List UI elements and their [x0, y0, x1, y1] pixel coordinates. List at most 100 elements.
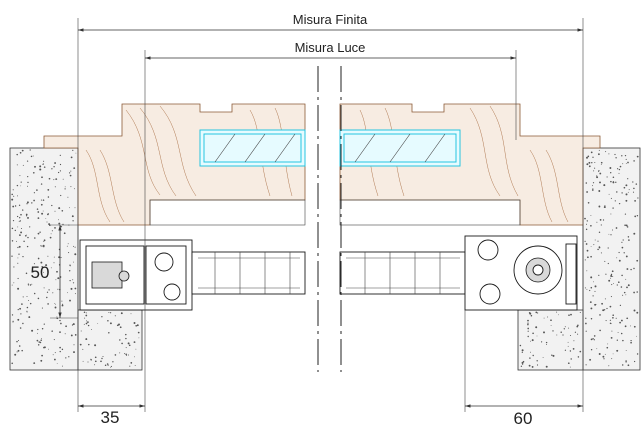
- concrete-speckle: [599, 181, 601, 184]
- concrete-speckle: [29, 284, 32, 286]
- concrete-speckle: [606, 307, 608, 310]
- concrete-speckle: [110, 312, 112, 314]
- concrete-speckle: [597, 240, 599, 242]
- concrete-speckle: [53, 256, 55, 258]
- concrete-speckle: [579, 311, 581, 314]
- concrete-speckle: [33, 362, 36, 364]
- concrete-speckle: [599, 329, 601, 332]
- concrete-speckle: [593, 339, 595, 341]
- concrete-speckle: [26, 203, 28, 205]
- concrete-speckle: [624, 325, 627, 328]
- concrete-speckle: [110, 365, 112, 368]
- concrete-texture: [11, 149, 639, 368]
- concrete-speckle: [67, 243, 69, 245]
- concrete-speckle: [43, 240, 45, 242]
- concrete-speckle: [527, 323, 529, 326]
- concrete-speckle: [27, 176, 29, 178]
- concrete-speckle: [543, 331, 545, 334]
- concrete-speckle: [532, 332, 534, 335]
- concrete-speckle: [598, 353, 601, 355]
- concrete-speckle: [59, 163, 62, 166]
- concrete-speckle: [64, 188, 66, 190]
- concrete-speckle: [598, 149, 600, 151]
- concrete-speckle: [585, 317, 587, 319]
- concrete-speckle: [586, 288, 588, 290]
- concrete-speckle: [609, 305, 612, 308]
- concrete-speckle: [17, 287, 20, 290]
- concrete-speckle: [42, 210, 44, 212]
- concrete-speckle: [32, 171, 35, 174]
- concrete-speckle: [22, 296, 24, 298]
- concrete-speckle: [621, 241, 623, 243]
- concrete-speckle: [33, 199, 35, 202]
- concrete-speckle: [625, 158, 627, 160]
- concrete-speckle: [589, 358, 592, 361]
- concrete-speckle: [43, 239, 46, 242]
- concrete-speckle: [41, 245, 43, 247]
- concrete-speckle: [86, 320, 87, 322]
- concrete-speckle: [20, 181, 22, 183]
- concrete-speckle: [634, 200, 636, 202]
- concrete-speckle: [612, 181, 615, 184]
- concrete-speckle: [20, 185, 22, 187]
- concrete-speckle: [31, 202, 33, 204]
- concrete-speckle: [11, 362, 13, 365]
- concrete-speckle: [27, 216, 29, 219]
- concrete-speckle: [69, 174, 72, 177]
- concrete-speckle: [61, 304, 64, 307]
- concrete-speckle: [64, 186, 66, 188]
- concrete-speckle: [130, 362, 133, 364]
- concrete-speckle: [636, 353, 639, 355]
- concrete-speckle: [33, 292, 36, 295]
- concrete-speckle: [600, 224, 602, 226]
- concrete-speckle: [46, 296, 48, 299]
- concrete-speckle: [616, 339, 618, 341]
- concrete-speckle: [27, 284, 29, 286]
- concrete-speckle: [114, 354, 117, 356]
- concrete-speckle: [34, 165, 36, 168]
- concrete-speckle: [584, 287, 586, 289]
- concrete-speckle: [600, 163, 602, 165]
- concrete-speckle: [624, 154, 627, 157]
- concrete-speckle: [603, 184, 606, 187]
- concrete-speckle: [20, 227, 23, 230]
- concrete-speckle: [584, 217, 586, 220]
- concrete-speckle: [137, 331, 140, 334]
- concrete-speckle: [68, 207, 70, 209]
- concrete-speckle: [625, 278, 627, 280]
- concrete-speckle: [621, 155, 623, 157]
- concrete-speckle: [31, 329, 34, 332]
- glass-pane-right: [339, 129, 461, 167]
- concrete-speckle: [568, 314, 570, 317]
- concrete-speckle: [608, 365, 610, 367]
- concrete-speckle: [42, 164, 44, 165]
- concrete-speckle: [41, 327, 44, 330]
- concrete-speckle: [59, 346, 61, 349]
- concrete-speckle: [593, 335, 596, 337]
- concrete-speckle: [47, 303, 49, 305]
- concrete-speckle: [26, 310, 28, 312]
- concrete-speckle: [133, 322, 136, 324]
- concrete-speckle: [585, 228, 588, 231]
- concrete-speckle: [30, 155, 33, 158]
- concrete-speckle: [615, 317, 617, 319]
- concrete-speckle: [590, 224, 592, 227]
- concrete-speckle: [592, 295, 594, 297]
- concrete-speckle: [32, 155, 34, 157]
- concrete-speckle: [54, 186, 56, 188]
- concrete-speckle: [603, 309, 606, 311]
- concrete-speckle: [57, 219, 59, 221]
- concrete-speckle: [74, 246, 76, 248]
- concrete-speckle: [74, 293, 76, 295]
- concrete-speckle: [610, 296, 612, 298]
- concrete-speckle: [567, 345, 569, 347]
- concrete-speckle: [26, 160, 29, 162]
- concrete-speckle: [59, 170, 61, 172]
- extension-lines: [50, 18, 584, 412]
- right-wall: [517, 147, 641, 371]
- concrete-speckle: [125, 353, 128, 356]
- concrete-speckle: [633, 232, 636, 235]
- concrete-speckle: [80, 330, 82, 332]
- concrete-speckle: [58, 207, 61, 210]
- concrete-speckle: [625, 361, 627, 363]
